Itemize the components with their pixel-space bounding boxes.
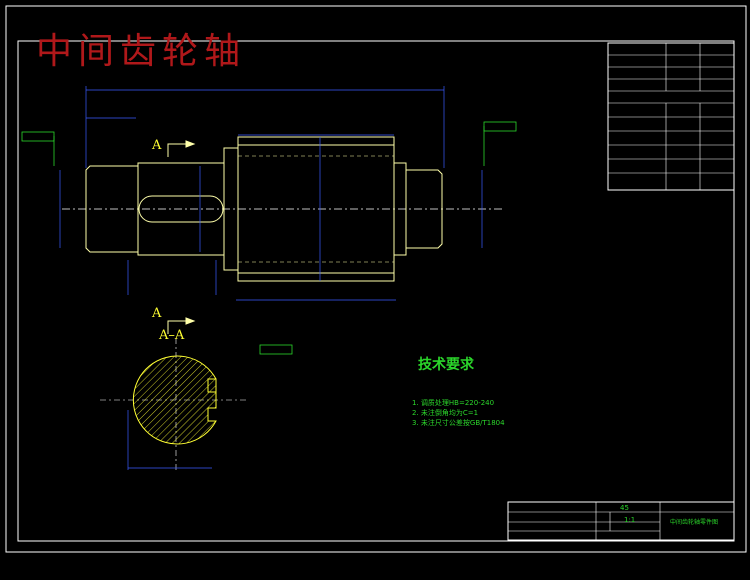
tech-requirement-item: 2. 未注倒角均为C=1 xyxy=(412,409,479,417)
dimension-lines xyxy=(59,86,483,301)
drawing-title: 中间齿轮轴 xyxy=(36,31,247,72)
inner-frame xyxy=(17,40,735,542)
outer-frame xyxy=(5,5,747,553)
section-view xyxy=(100,338,248,470)
view-label-bottom: A xyxy=(152,306,162,321)
tech-requirements-list: 1. 调质处理HB=220-240 2. 未注倒角均为C=1 3. 未注尺寸公差… xyxy=(412,398,505,428)
section-label: A–A xyxy=(159,328,185,343)
tech-requirement-item: 3. 未注尺寸公差按GB/T1804 xyxy=(412,419,505,427)
param-table-rows xyxy=(608,43,734,190)
tolerance-frames xyxy=(21,121,517,355)
view-arrows xyxy=(167,140,196,334)
title-block-scale: 1:1 xyxy=(624,516,636,524)
shaft-main-view xyxy=(85,136,443,282)
gear-dashed-lines xyxy=(238,155,394,263)
tech-requirements-title: 技术要求 xyxy=(418,357,474,373)
tech-requirement-item: 1. 调质处理HB=220-240 xyxy=(412,399,495,407)
param-table-frame xyxy=(607,42,735,191)
title-block-frame xyxy=(507,501,735,541)
section-hatch xyxy=(132,355,217,445)
view-label-top: A xyxy=(152,138,162,153)
title-block-name: 中间齿轮轴零件图 xyxy=(670,519,719,526)
title-block-grid xyxy=(508,502,734,540)
title-block-material: 45 xyxy=(620,504,629,512)
